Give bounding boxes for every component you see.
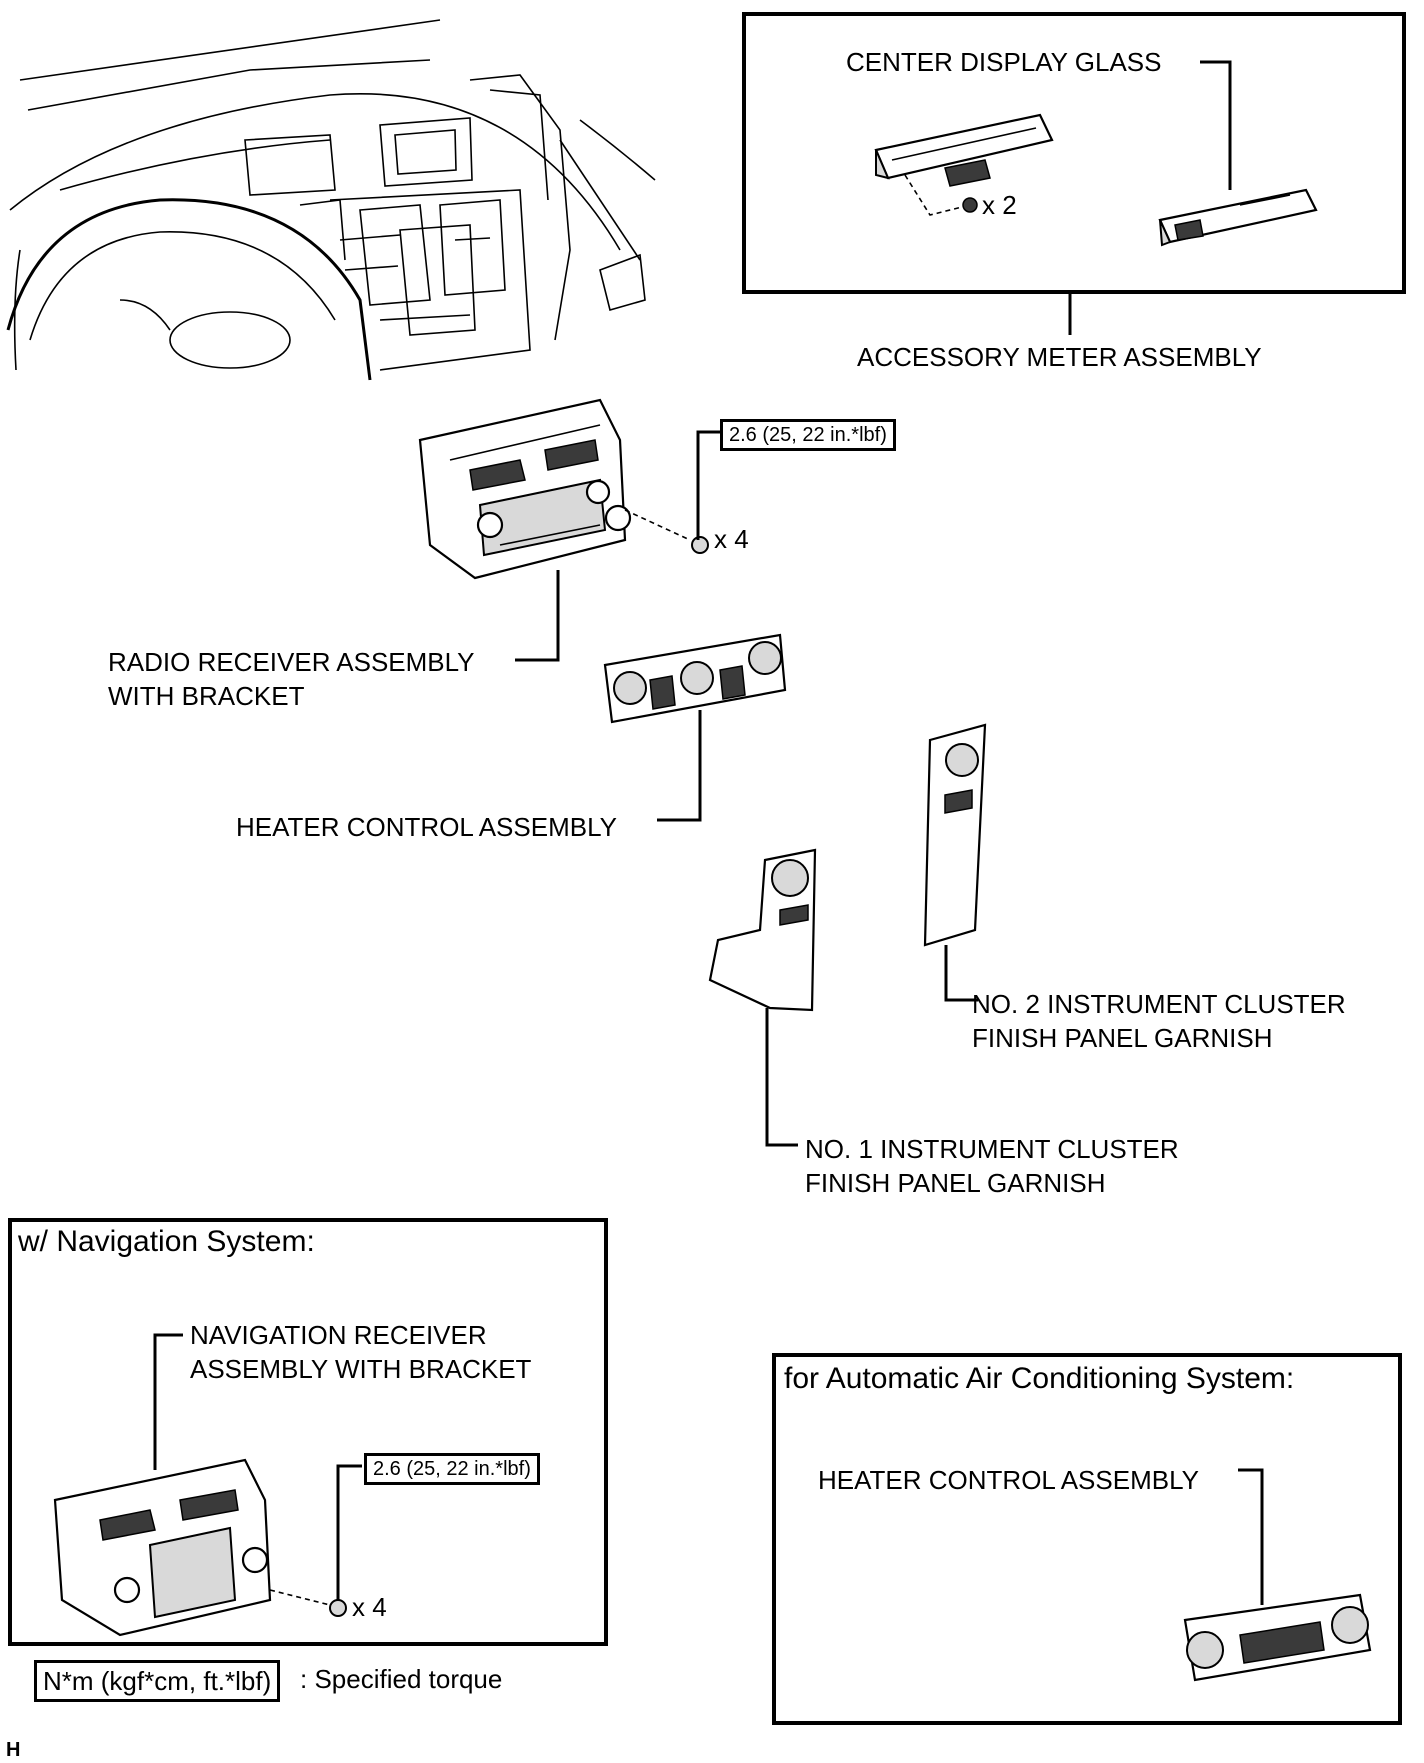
torque-unit-legend-box: N*m (kgf*cm, ft.*lbf) <box>34 1660 281 1702</box>
radio-receiver-label-line2: WITH BRACKET <box>108 681 305 711</box>
heater-control-part <box>603 633 787 724</box>
corner-code: H <box>6 1739 21 1761</box>
no2-garnish-label-line1: NO. 2 INSTRUMENT CLUSTER <box>972 989 1346 1019</box>
no2-garnish-part <box>923 723 987 947</box>
radio-receiver-part <box>418 398 709 580</box>
display-screw-quantity: x 2 <box>982 190 1017 220</box>
no2-garnish-label-line2: FINISH PANEL GARNISH <box>972 1023 1273 1053</box>
center-display-glass-part <box>874 113 1054 216</box>
no1-garnish-label-line1: NO. 1 INSTRUMENT CLUSTER <box>805 1134 1179 1164</box>
nav-bolt-quantity: x 4 <box>352 1592 387 1622</box>
nav-bolt-torque-box: 2.6 (25, 22 in.*lbf) <box>364 1453 540 1485</box>
auto-ac-heater-control-label: HEATER CONTROL ASSEMBLY <box>818 1465 1199 1495</box>
radio-bolt-quantity: x 4 <box>714 524 749 554</box>
dashboard-illustration <box>6 19 656 381</box>
auto-ac-box <box>772 1353 1402 1725</box>
radio-bolt-torque-box: 2.6 (25, 22 in.*lbf) <box>720 419 896 451</box>
torque-legend-description: : Specified torque <box>300 1664 503 1694</box>
leader-lines <box>153 60 1264 1605</box>
navigation-system-title: w/ Navigation System: <box>18 1225 315 1258</box>
center-display-glass-label: CENTER DISPLAY GLASS <box>846 47 1162 77</box>
navigation-receiver-label-line2: ASSEMBLY WITH BRACKET <box>190 1354 532 1384</box>
accessory-meter-assembly-label: ACCESSORY METER ASSEMBLY <box>857 342 1262 372</box>
navigation-receiver-label-line1: NAVIGATION RECEIVER <box>190 1320 487 1350</box>
no1-garnish-part <box>708 848 817 1012</box>
heater-control-assembly-label: HEATER CONTROL ASSEMBLY <box>236 812 617 842</box>
accessory-meter-part <box>1158 188 1318 247</box>
auto-ac-title: for Automatic Air Conditioning System: <box>784 1362 1295 1395</box>
navigation-system-box <box>8 1218 608 1646</box>
navigation-receiver-part <box>53 1458 347 1637</box>
radio-receiver-label-line1: RADIO RECEIVER ASSEMBLY <box>108 647 475 677</box>
accessory-meter-box <box>742 12 1406 294</box>
auto-ac-heater-control-part <box>1183 1593 1372 1682</box>
no1-garnish-label-line2: FINISH PANEL GARNISH <box>805 1168 1106 1198</box>
